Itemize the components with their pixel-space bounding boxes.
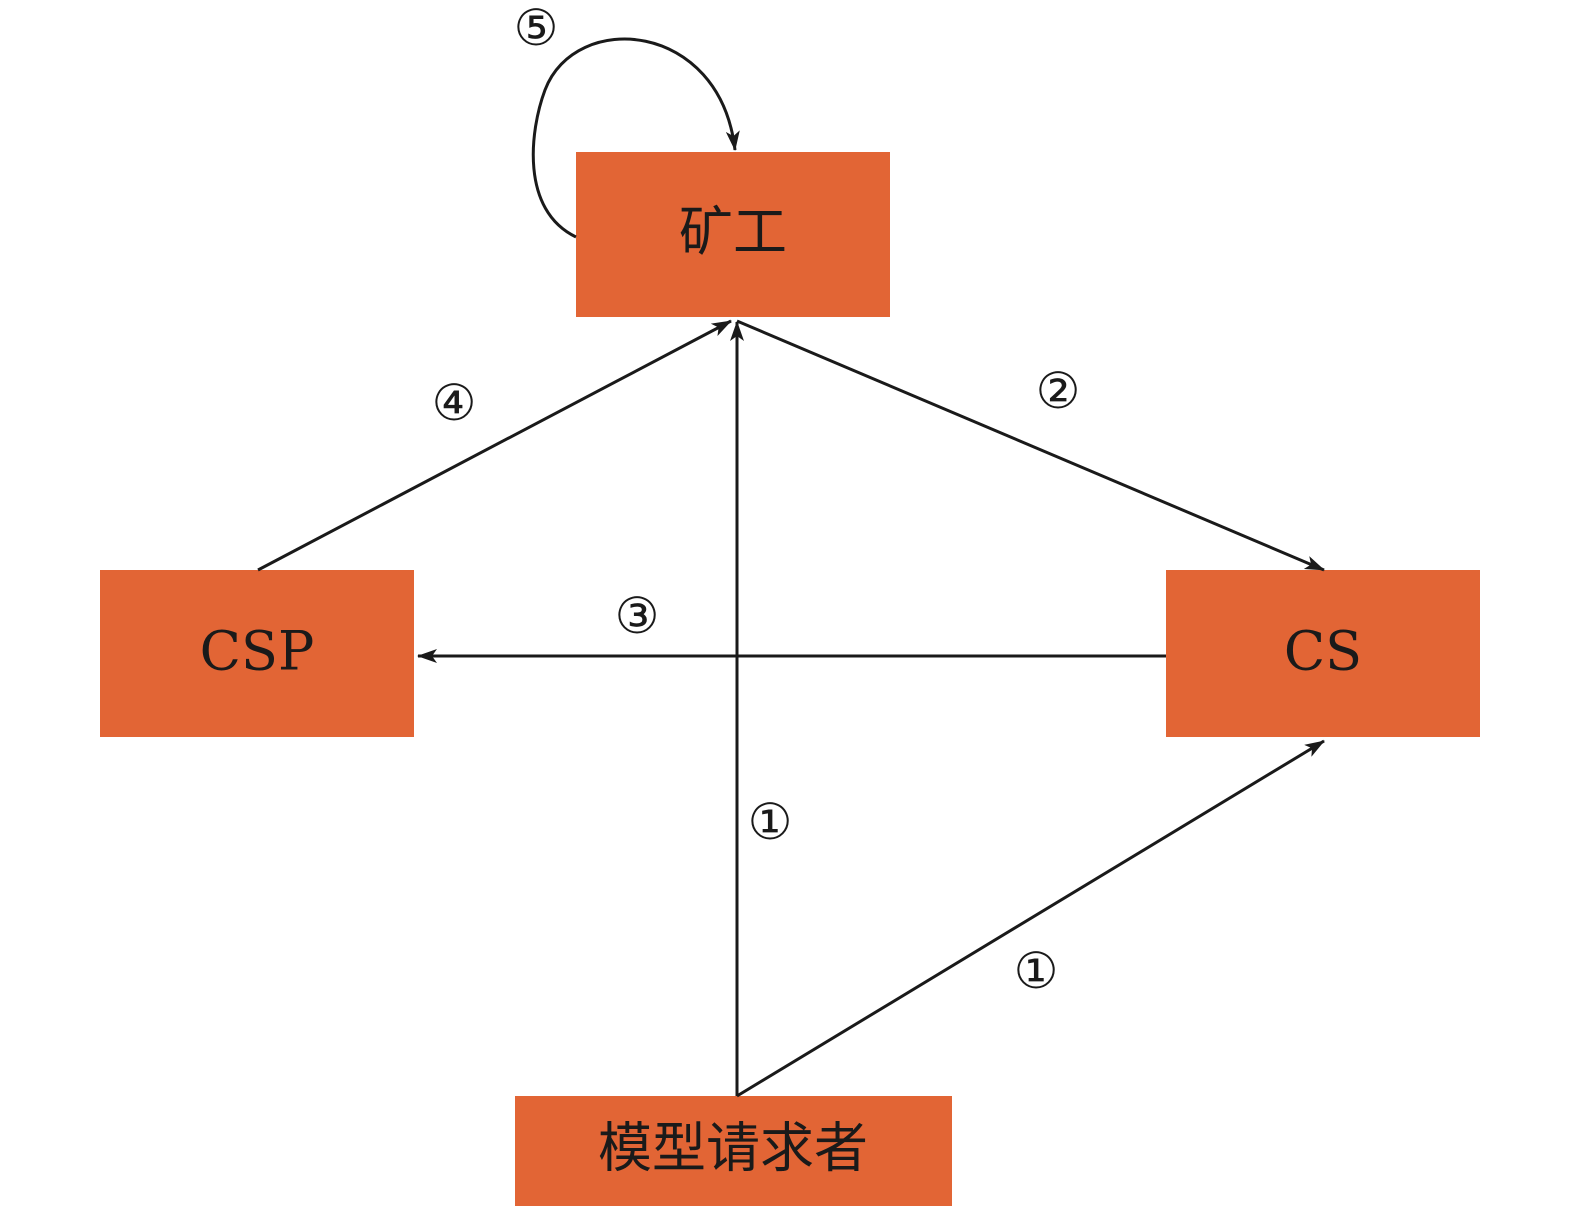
edge-requester-to-cs (736, 739, 1325, 1098)
loop-edge-step5 (531, 37, 740, 239)
cs-label: CS (1284, 620, 1362, 683)
edge-csp-to-miner (257, 319, 732, 572)
requester-box (515, 1096, 952, 1206)
step3-label: ③ (615, 587, 660, 645)
csp-box (100, 570, 414, 737)
step2-label: ② (1036, 362, 1081, 420)
edge-miner-to-cs (736, 319, 1325, 572)
csp-label: CSP (200, 620, 315, 683)
miner-label: 矿工 (679, 201, 787, 264)
step5-label: ⑤ (514, 0, 559, 57)
step1-center-label: ① (748, 793, 793, 851)
step4-label: ④ (432, 374, 477, 432)
step1-right-label: ① (1014, 942, 1059, 1000)
requester-label: 模型请求者 (598, 1117, 868, 1180)
miner-box (576, 152, 890, 317)
cs-box (1166, 570, 1480, 737)
